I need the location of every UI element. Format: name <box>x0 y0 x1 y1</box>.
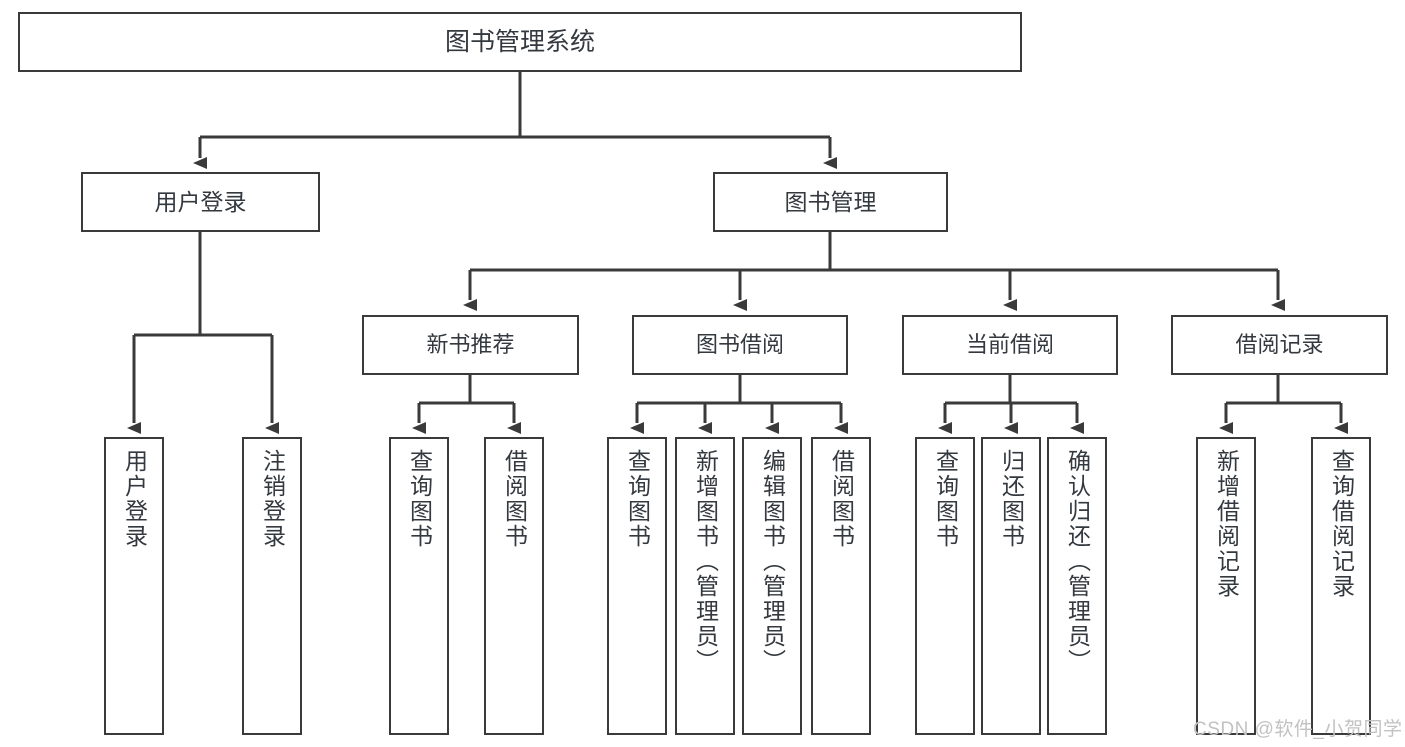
node-leaf-logout[interactable]: 注销登录 <box>242 437 302 735</box>
node-leaf-borrow-book-2[interactable]: 借阅图书 <box>811 437 871 735</box>
node-leaf-query-book-2-label: 查询图书 <box>624 449 651 549</box>
node-leaf-confirm-return[interactable]: 确认归还（管理员） <box>1047 437 1107 735</box>
node-leaf-add-book[interactable]: 新增图书（管理员） <box>675 437 735 735</box>
node-root[interactable]: 图书管理系统 <box>18 12 1022 72</box>
node-leaf-query-book-1[interactable]: 查询图书 <box>389 437 449 735</box>
node-leaf-query-book-1-label: 查询图书 <box>406 449 433 549</box>
node-current-borrow[interactable]: 当前借阅 <box>902 315 1118 375</box>
node-leaf-query-book-3[interactable]: 查询图书 <box>915 437 975 735</box>
node-leaf-add-book-label: 新增图书（管理员） <box>692 449 719 674</box>
node-leaf-borrow-book-1[interactable]: 借阅图书 <box>484 437 544 735</box>
node-leaf-borrow-book-1-label: 借阅图书 <box>501 449 528 549</box>
node-leaf-add-record-label: 新增借阅记录 <box>1213 449 1240 599</box>
node-current-borrow-label: 当前借阅 <box>965 332 1054 358</box>
node-leaf-edit-book-label: 编辑图书（管理员） <box>759 449 786 674</box>
node-leaf-query-book-2[interactable]: 查询图书 <box>607 437 667 735</box>
node-leaf-borrow-book-2-label: 借阅图书 <box>828 449 855 549</box>
node-user-login[interactable]: 用户登录 <box>81 172 320 232</box>
node-leaf-user-login[interactable]: 用户登录 <box>104 437 164 735</box>
node-new-book-recommend-label: 新书推荐 <box>426 332 515 358</box>
node-new-book-recommend[interactable]: 新书推荐 <box>362 315 579 375</box>
node-borrow-record[interactable]: 借阅记录 <box>1171 315 1388 375</box>
node-leaf-query-record-label: 查询借阅记录 <box>1328 449 1355 599</box>
node-book-borrow-label: 图书借阅 <box>695 332 784 358</box>
node-root-label: 图书管理系统 <box>444 27 595 56</box>
node-leaf-return-book-label: 归还图书 <box>998 449 1025 549</box>
node-leaf-user-login-label: 用户登录 <box>121 449 148 549</box>
node-leaf-query-book-3-label: 查询图书 <box>932 449 959 549</box>
node-leaf-add-record[interactable]: 新增借阅记录 <box>1196 437 1256 735</box>
node-leaf-edit-book[interactable]: 编辑图书（管理员） <box>742 437 802 735</box>
node-book-manage[interactable]: 图书管理 <box>713 172 948 232</box>
node-book-manage-label: 图书管理 <box>784 188 877 215</box>
node-book-borrow[interactable]: 图书借阅 <box>632 315 848 375</box>
node-leaf-return-book[interactable]: 归还图书 <box>981 437 1041 735</box>
node-leaf-confirm-return-label: 确认归还（管理员） <box>1064 449 1091 674</box>
node-user-login-label: 用户登录 <box>154 188 247 215</box>
node-borrow-record-label: 借阅记录 <box>1235 332 1324 358</box>
node-leaf-logout-label: 注销登录 <box>259 449 286 549</box>
node-leaf-query-record[interactable]: 查询借阅记录 <box>1311 437 1371 735</box>
